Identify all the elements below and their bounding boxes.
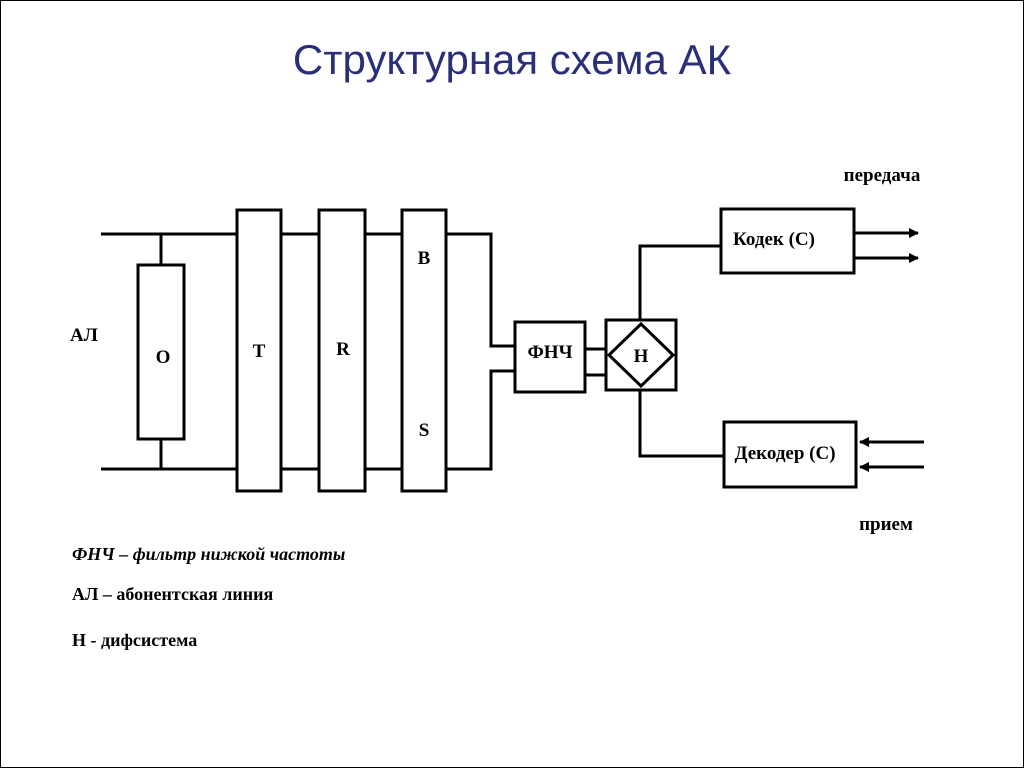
label-receive: прием: [859, 514, 913, 535]
block-bs: [400, 208, 448, 493]
label-t: Т: [253, 341, 266, 362]
label-s: S: [419, 420, 430, 441]
block-codec: [719, 207, 856, 275]
label-transmit: передача: [844, 165, 921, 186]
block-r: [317, 208, 367, 493]
hybrid-diamond: [606, 321, 676, 389]
legend-lpf: ФНЧ – фильтр нижкой частоты: [72, 544, 345, 564]
legend-al: АЛ – абонентская линия: [72, 584, 274, 604]
legend-hybrid: Н - дифсистема: [72, 630, 197, 650]
label-b: B: [418, 248, 431, 269]
wire-hybrid-to-codec: [638, 244, 721, 320]
label-r: R: [336, 339, 350, 360]
wire-hybrid-to-decoder: [638, 390, 724, 458]
label-o: О: [156, 347, 171, 368]
block-hybrid: [604, 318, 678, 392]
block-decoder: [722, 420, 858, 489]
label-hybrid: Н: [634, 346, 649, 367]
block-o: [136, 263, 186, 441]
block-lpf: [513, 320, 587, 394]
wire-b-to-lpf: [446, 232, 515, 348]
label-decoder: Декодер (С): [734, 443, 835, 464]
label-codec: Кодек (С): [733, 229, 815, 250]
label-lpf: ФНЧ: [527, 342, 572, 363]
block-t: [235, 208, 283, 493]
wire-s-to-lpf: [446, 369, 515, 471]
slide-title: Структурная схема АК: [292, 36, 732, 83]
label-al: АЛ: [70, 325, 98, 346]
